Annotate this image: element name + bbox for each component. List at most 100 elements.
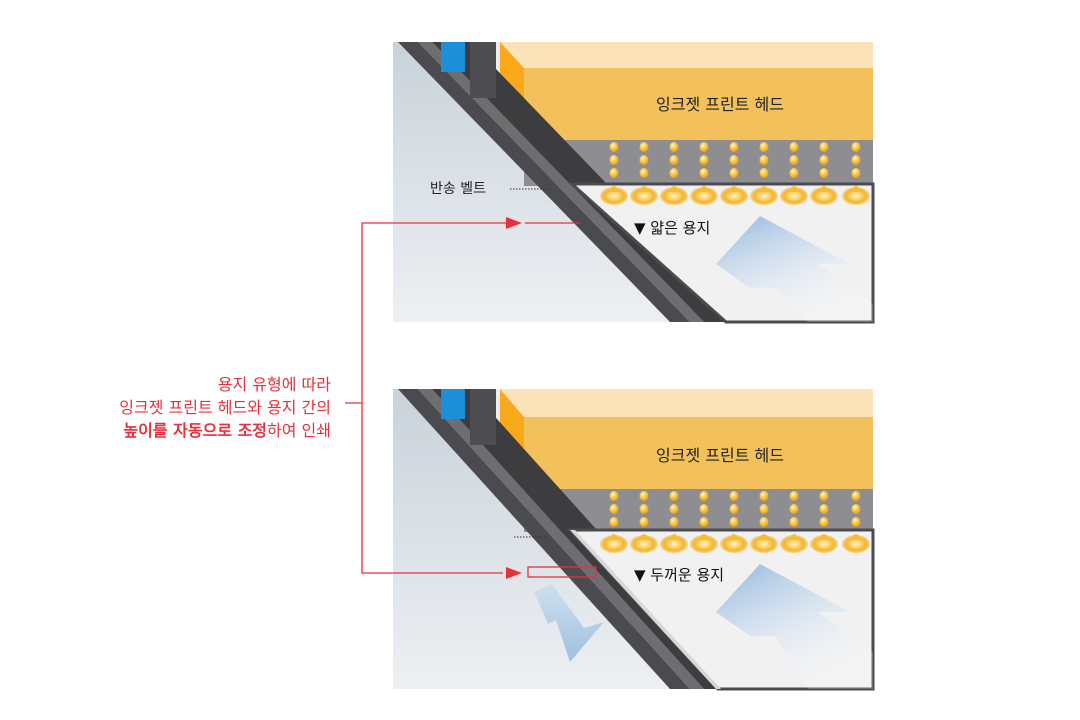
ink-drop-tail (729, 534, 739, 540)
caption-line-3: 높이를 자동으로 조정하여 인쇄 (123, 421, 331, 440)
ink-drop (699, 142, 709, 152)
belt-mid-stripe (418, 389, 704, 689)
ink-splash (842, 535, 870, 553)
ink-drop (609, 491, 619, 501)
panel-thin-paper: 잉크젯 프린트 헤드 반송 벨트 ▼ 얇은 용지 (393, 42, 875, 324)
ink-drop (789, 504, 799, 514)
ink-drop-tail (669, 534, 679, 540)
ink-drop-column (720, 491, 748, 553)
caption-line-3-rest: 하여 인쇄 (267, 421, 331, 440)
blue-rail (441, 389, 465, 419)
ink-splash (842, 187, 870, 205)
thick-paper-edge (570, 530, 721, 689)
ink-drop (609, 155, 619, 165)
ink-drop (639, 491, 649, 501)
thick-paper-marker (527, 566, 597, 578)
ink-drop (789, 517, 799, 527)
ink-drop-column (630, 491, 658, 553)
ink-splash (720, 187, 748, 205)
ink-drop-column (600, 491, 628, 553)
ink-drop-column (660, 491, 688, 553)
belt-dark-stripe (398, 42, 690, 322)
ink-drop (609, 504, 619, 514)
lift-arrow (716, 564, 873, 689)
ink-drop (759, 504, 769, 514)
ink-drop-tail (699, 186, 709, 192)
ink-drop (639, 517, 649, 527)
ink-drop-column (690, 491, 718, 553)
ink-splash (810, 535, 838, 553)
ink-splash (690, 187, 718, 205)
caption-line-2: 잉크젯 프린트 헤드와 용지 간의 (119, 398, 331, 417)
ink-drop-columns (600, 142, 870, 205)
thick-paper-label: ▼ 두꺼운 용지 (634, 566, 724, 584)
ink-splash (750, 187, 778, 205)
ink-drop (699, 517, 709, 527)
ink-splash (630, 187, 658, 205)
panel-thick-paper: 잉크젯 프린트 헤드 ▼ 두꺼운 용지 (393, 389, 875, 691)
ink-drop (639, 155, 649, 165)
ink-drop-tail (669, 186, 679, 192)
caption-line-1: 용지 유형에 따라 (218, 375, 331, 394)
ink-drop-tail (639, 534, 649, 540)
ink-drop (819, 168, 829, 178)
ink-splash (720, 535, 748, 553)
ink-drop (819, 504, 829, 514)
ink-drop-tail (759, 534, 769, 540)
ink-drop-column (780, 491, 808, 553)
ink-drop (819, 491, 829, 501)
ink-drop (789, 491, 799, 501)
ink-drop (729, 517, 739, 527)
ink-drop (851, 142, 861, 152)
ink-drop-column (810, 142, 838, 205)
thin-paper-label: ▼ 얇은 용지 (634, 219, 710, 237)
ink-drop (669, 491, 679, 501)
ink-drop-column (660, 142, 688, 205)
ink-drop (669, 517, 679, 527)
ink-drop (819, 155, 829, 165)
ink-drop (729, 155, 739, 165)
caption-emphasis: 높이를 자동으로 조정 (123, 421, 267, 440)
belt-lower-arrow (534, 584, 604, 662)
print-head-top (500, 42, 873, 68)
ink-drop (699, 155, 709, 165)
ink-splash (660, 187, 688, 205)
ink-drop (609, 517, 619, 527)
belt-dark-stripe (398, 389, 690, 689)
ink-drop-tail (609, 186, 619, 192)
ink-drop-tail (729, 186, 739, 192)
ink-drop (759, 168, 769, 178)
ink-drop (729, 504, 739, 514)
ink-drop-column (842, 491, 870, 553)
belt-mid-stripe (418, 42, 704, 322)
ink-drop (851, 504, 861, 514)
height-adjust-bracket (345, 217, 522, 579)
ink-drop (669, 155, 679, 165)
bracket-line (361, 222, 520, 574)
ink-drop-column (720, 142, 748, 205)
ink-drop-column (842, 142, 870, 205)
ink-drop-column (810, 491, 838, 553)
ink-drop (669, 168, 679, 178)
ink-drop (699, 491, 709, 501)
ink-drop (639, 504, 649, 514)
ink-drop (699, 504, 709, 514)
ink-splash (600, 187, 628, 205)
ink-drop-tail (851, 186, 861, 192)
arrowhead-top (506, 217, 522, 229)
ink-splash (690, 535, 718, 553)
ink-drop (699, 168, 709, 178)
ink-drop-tail (819, 534, 829, 540)
ink-drop (759, 517, 769, 527)
ink-drop-tail (759, 186, 769, 192)
print-head-top (500, 389, 873, 417)
ink-drop-tail (819, 186, 829, 192)
ink-drop (759, 491, 769, 501)
caption: 용지 유형에 따라 잉크젯 프린트 헤드와 용지 간의 높이를 자동으로 조정하… (119, 375, 331, 440)
ink-drop (851, 155, 861, 165)
ink-drop (789, 142, 799, 152)
lift-arrow (716, 216, 873, 322)
ink-drop (759, 155, 769, 165)
ink-drop (609, 142, 619, 152)
